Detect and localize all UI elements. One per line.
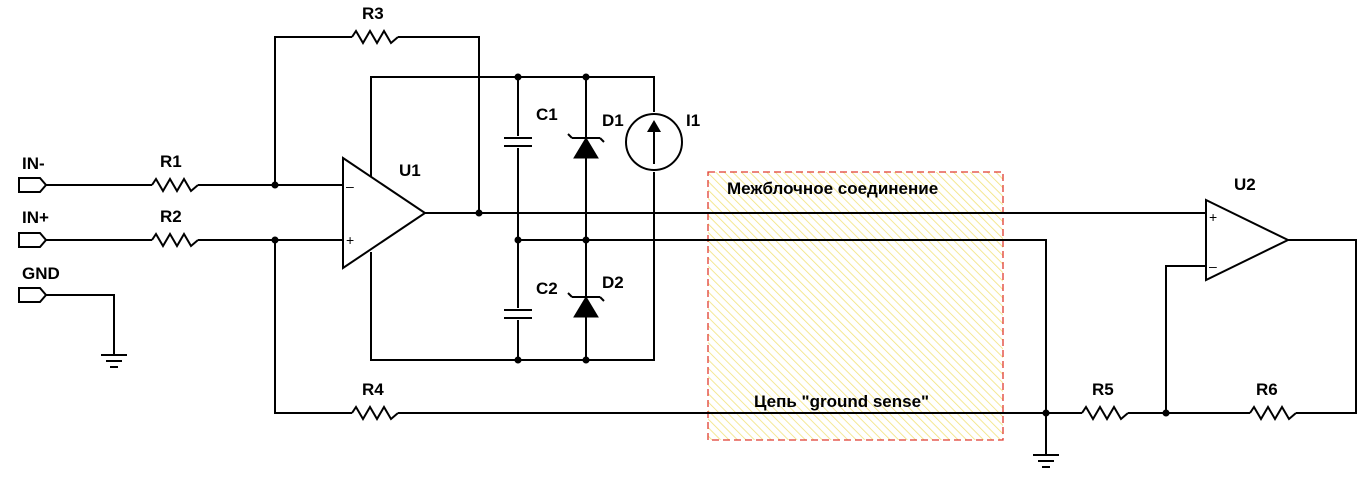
r2-label: R2 xyxy=(160,207,182,226)
r5-label: R5 xyxy=(1092,380,1114,399)
d1-label: D1 xyxy=(602,111,624,130)
opamp-u1: – + U1 xyxy=(342,156,427,270)
capacitor-c2: C2 xyxy=(500,279,558,320)
interconnect-title: Межблочное соединение xyxy=(727,179,938,198)
resistor-r3: R3 xyxy=(351,4,399,45)
resistor-r1: R1 xyxy=(151,152,199,193)
u1-label: U1 xyxy=(399,161,421,180)
zener-diode-d1: D1 xyxy=(567,111,624,159)
port-gnd-label: GND xyxy=(22,264,60,283)
resistor-r6: R6 xyxy=(1249,380,1297,421)
capacitor-c1: C1 xyxy=(500,105,558,148)
port-in-plus: IN+ xyxy=(18,208,49,248)
c2-label: C2 xyxy=(536,279,558,298)
r3-label: R3 xyxy=(362,4,384,23)
ground-icon xyxy=(1033,454,1059,468)
u2-noninverting-sign: + xyxy=(1209,209,1217,225)
r4-label: R4 xyxy=(362,380,384,399)
u2-inverting-sign: – xyxy=(1209,258,1217,274)
resistor-r2: R2 xyxy=(151,207,199,248)
port-in-plus-label: IN+ xyxy=(22,208,49,227)
ground-icon xyxy=(101,354,127,368)
wires xyxy=(46,36,1357,455)
interconnect-region xyxy=(707,171,1004,441)
resistor-r5: R5 xyxy=(1081,380,1129,421)
port-in-minus-label: IN- xyxy=(22,154,45,173)
u1-inverting-sign: – xyxy=(346,178,354,194)
i1-label: I1 xyxy=(686,111,700,130)
d2-label: D2 xyxy=(602,273,624,292)
r6-label: R6 xyxy=(1256,380,1278,399)
current-source-i1: I1 xyxy=(625,111,700,171)
opamp-u2: + – U2 xyxy=(1205,175,1291,282)
ground-sense-label: Цепь "ground sense" xyxy=(754,392,929,411)
port-gnd: GND xyxy=(18,264,60,303)
resistor-r4: R4 xyxy=(351,380,399,421)
u1-noninverting-sign: + xyxy=(346,232,354,248)
u2-label: U2 xyxy=(1234,175,1256,194)
junctions xyxy=(271,73,1170,417)
zener-diode-d2: D2 xyxy=(567,273,624,318)
r1-label: R1 xyxy=(160,152,182,171)
c1-label: C1 xyxy=(536,105,558,124)
port-in-minus: IN- xyxy=(18,154,48,193)
